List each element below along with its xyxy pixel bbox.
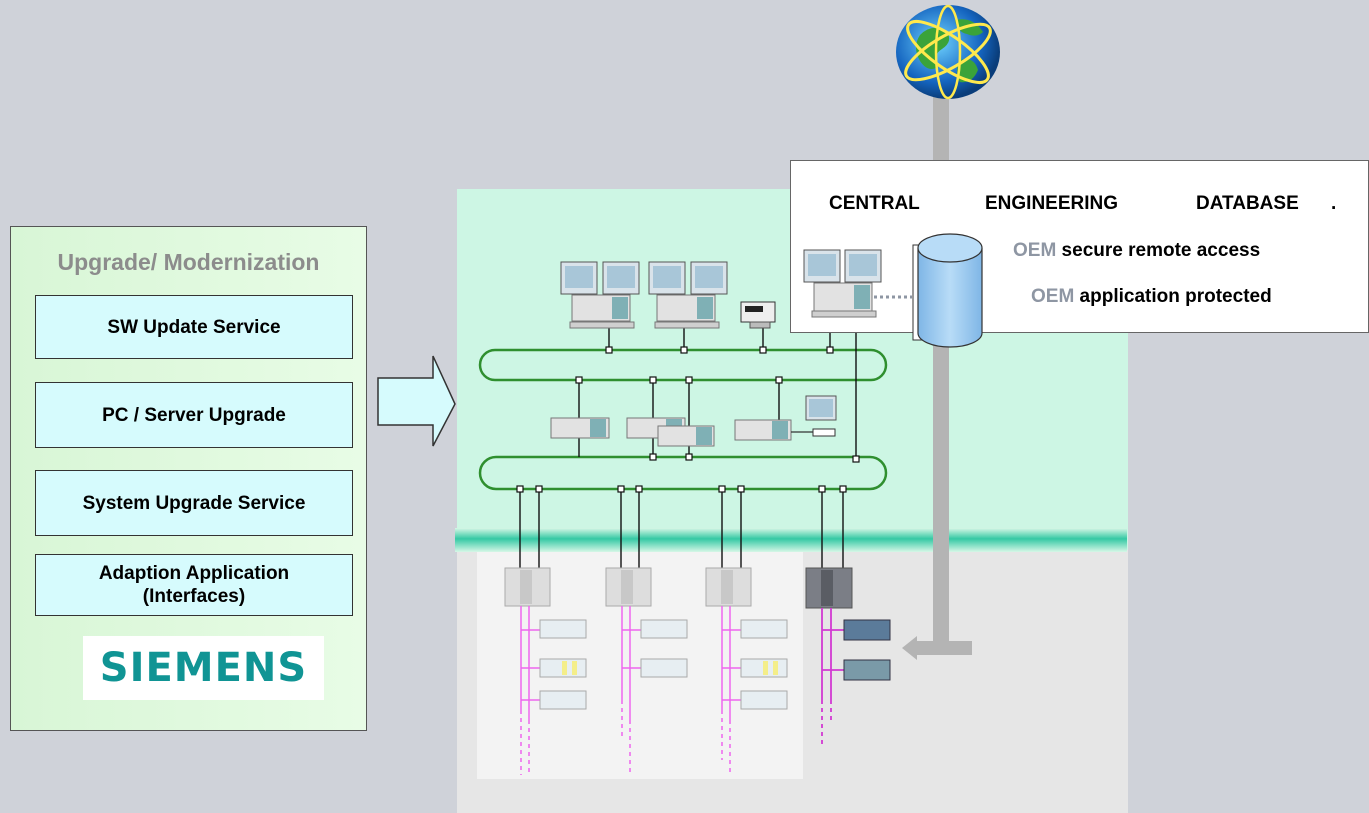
fieldbus-lines-active [821, 608, 844, 745]
heading-database: DATABASE [1196, 193, 1299, 214]
controller-icon [705, 567, 752, 607]
upgrade-modernization-panel: Upgrade/ Modernization SW Update Service… [10, 226, 367, 731]
server-icon [734, 419, 792, 441]
workstation-icon [560, 261, 640, 329]
server-icon [626, 417, 715, 447]
printer-icon [740, 301, 776, 329]
oem-prefix: OEM [1031, 286, 1075, 307]
adaption-application-label: Adaption Application [98, 563, 290, 584]
io-module-icon [539, 619, 891, 710]
heading-central: CENTRAL [829, 193, 920, 214]
database-cylinder-icon [912, 233, 983, 348]
oem-app-protected-line: OEM application protected [1031, 286, 1272, 308]
server-icon [550, 417, 610, 439]
pc-server-upgrade-button[interactable]: PC / Server Upgrade [35, 382, 353, 448]
laptop-icon [791, 395, 837, 437]
fieldbus-lines [520, 606, 741, 775]
central-engineering-database-box: CENTRAL ENGINEERING DATABASE . OEM secur… [790, 160, 1369, 333]
pc-server-upgrade-label: PC / Server Upgrade [102, 404, 286, 426]
system-upgrade-service-label: System Upgrade Service [82, 492, 306, 514]
remote-access-text: secure remote access [1056, 240, 1261, 261]
controller-icon [805, 567, 853, 609]
interfaces-label: (Interfaces) [142, 586, 246, 607]
heading-engineering: ENGINEERING [985, 193, 1119, 214]
system-upgrade-service-button[interactable]: System Upgrade Service [35, 470, 353, 536]
globe-icon [896, 4, 1000, 100]
zone-separator-band [455, 528, 1127, 552]
controller-icon [504, 567, 551, 607]
controller-icon [605, 567, 652, 607]
adaption-application-button[interactable]: Adaption Application (Interfaces) [35, 554, 353, 616]
network-nodes [516, 346, 860, 493]
heading-period: . [1331, 193, 1337, 214]
workstation-icon [648, 261, 728, 329]
database-overlay [803, 233, 983, 348]
engineering-workstation-icon [803, 249, 912, 318]
panel-title: Upgrade/ Modernization [57, 249, 320, 275]
terminal-bus-ring [478, 455, 888, 491]
sw-update-service-label: SW Update Service [107, 316, 281, 338]
app-protected-text: application protected [1074, 286, 1272, 307]
siemens-logo: SIEMENS [99, 645, 308, 691]
sw-update-service-button[interactable]: SW Update Service [35, 295, 353, 359]
oem-remote-access-line: OEM secure remote access [1013, 240, 1260, 262]
siemens-logo-box: SIEMENS [83, 636, 324, 700]
arrow-right-icon [377, 355, 456, 447]
oem-prefix: OEM [1013, 240, 1057, 261]
